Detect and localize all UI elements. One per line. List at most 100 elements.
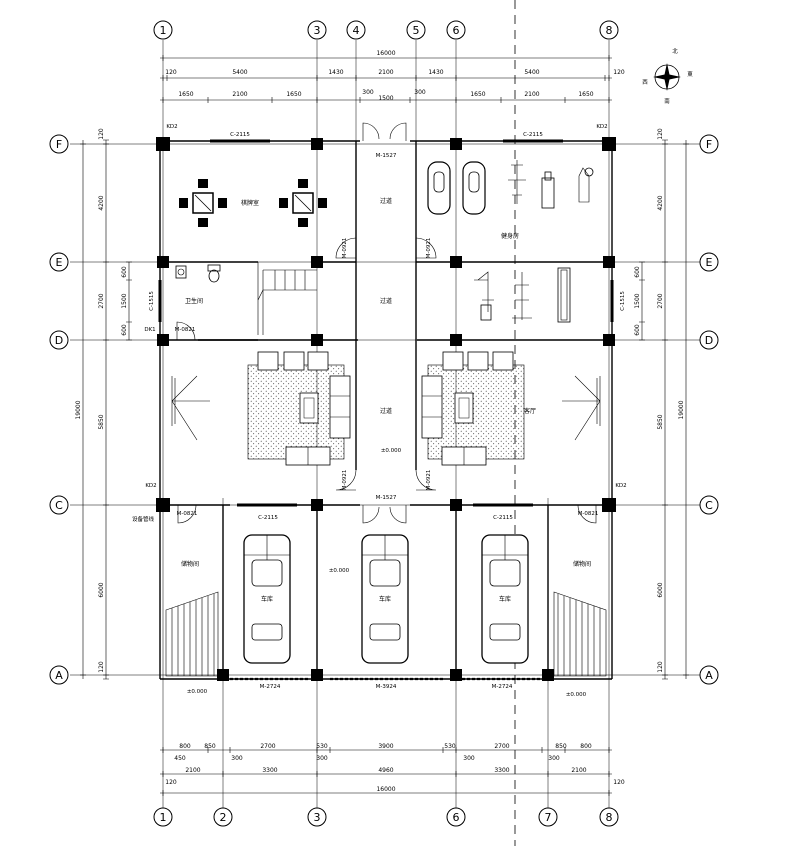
- svg-text:4200: 4200: [657, 195, 664, 210]
- svg-text:600: 600: [121, 324, 128, 336]
- stairs: [165, 262, 607, 677]
- svg-text:450: 450: [174, 755, 186, 762]
- svg-text:1500: 1500: [634, 293, 641, 308]
- svg-text:120: 120: [657, 128, 664, 140]
- svg-text:120: 120: [613, 779, 625, 786]
- svg-text:2700: 2700: [98, 293, 105, 308]
- svg-text:E: E: [56, 256, 63, 269]
- mahjong-tables: [179, 179, 327, 227]
- svg-text:120: 120: [657, 661, 664, 673]
- svg-text:5850: 5850: [98, 414, 105, 429]
- svg-text:4960: 4960: [378, 767, 393, 774]
- room-garage-3: 车库: [499, 595, 511, 603]
- svg-text:M-1527: M-1527: [376, 153, 397, 159]
- compass-north: 北: [672, 47, 678, 55]
- svg-text:±0.000: ±0.000: [187, 689, 208, 695]
- room-corridor-1: 过道: [380, 197, 392, 205]
- axis-bubble: 5: [406, 20, 426, 40]
- living-room-right: [421, 351, 601, 466]
- svg-text:1650: 1650: [178, 91, 193, 98]
- car-3: [481, 534, 529, 664]
- car-1: [243, 534, 291, 664]
- svg-text:5400: 5400: [232, 69, 247, 76]
- bottom-dimensions: 800 850 2700 530 3900 530 2700 850 800 4…: [160, 743, 625, 796]
- svg-text:19000: 19000: [678, 400, 685, 419]
- svg-text:M-0921: M-0921: [426, 238, 432, 259]
- svg-text:2700: 2700: [494, 743, 509, 750]
- svg-text:530: 530: [444, 743, 456, 750]
- axis-bubble: A: [699, 665, 719, 685]
- car-2: [361, 534, 409, 664]
- axis-bubble: 1: [153, 20, 173, 40]
- svg-text:C-1515: C-1515: [620, 291, 626, 311]
- svg-text:KD2: KD2: [596, 124, 607, 130]
- compass-east: 東: [687, 70, 693, 78]
- axis-bubble: 3: [307, 20, 327, 40]
- svg-text:1650: 1650: [470, 91, 485, 98]
- svg-text:2700: 2700: [260, 743, 275, 750]
- svg-text:A: A: [705, 669, 713, 682]
- axis-bubble: 3: [307, 807, 327, 827]
- axis-bubble: 7: [538, 807, 558, 827]
- svg-text:M-0821: M-0821: [177, 511, 198, 517]
- room-corridor-3: 过道: [380, 407, 392, 415]
- svg-text:530: 530: [316, 743, 328, 750]
- svg-text:16000: 16000: [376, 50, 395, 57]
- axis-bubble: F: [49, 134, 69, 154]
- svg-text:KD2: KD2: [615, 483, 626, 489]
- room-garage-1: 车库: [261, 595, 273, 603]
- svg-text:16000: 16000: [376, 786, 395, 793]
- top-dimensions: 16000 120 5400 1430 2100 1430 5400 120 1…: [160, 50, 625, 103]
- svg-text:850: 850: [204, 743, 216, 750]
- svg-text:120: 120: [165, 69, 177, 76]
- svg-text:F: F: [56, 138, 62, 151]
- svg-text:±0.000: ±0.000: [381, 448, 402, 454]
- svg-text:1500: 1500: [378, 95, 393, 102]
- svg-text:600: 600: [121, 266, 128, 278]
- columns: [156, 137, 616, 681]
- compass-west: 西: [642, 79, 648, 86]
- svg-text:1650: 1650: [286, 91, 301, 98]
- axis-bubble: 2: [213, 807, 233, 827]
- walls: [158, 139, 614, 681]
- svg-text:19000: 19000: [75, 400, 82, 419]
- room-storage-right: 储物间: [573, 560, 591, 568]
- svg-text:300: 300: [316, 755, 328, 762]
- svg-text:M-0921: M-0921: [342, 470, 348, 491]
- svg-text:6: 6: [453, 24, 460, 37]
- svg-text:3: 3: [314, 811, 321, 824]
- svg-text:1: 1: [160, 811, 167, 824]
- svg-text:KD2: KD2: [145, 483, 156, 489]
- axis-bubbles-bottom: 1 2 3 6 7 8: [153, 807, 619, 827]
- svg-text:设备管线: 设备管线: [132, 515, 155, 523]
- svg-text:1500: 1500: [121, 293, 128, 308]
- svg-text:D: D: [55, 334, 63, 347]
- svg-text:5400: 5400: [524, 69, 539, 76]
- doors: [176, 122, 597, 524]
- svg-text:±0.000: ±0.000: [566, 692, 587, 698]
- room-gym: 健身房: [501, 232, 519, 240]
- axis-bubbles-top: 1 3 4 5 6 8: [153, 20, 619, 40]
- compass-south: 南: [664, 97, 670, 105]
- svg-text:4200: 4200: [98, 195, 105, 210]
- axis-bubble: D: [49, 330, 69, 350]
- axis-bubble: E: [49, 252, 69, 272]
- mahjong-table: [279, 179, 327, 227]
- axis-bubble: C: [699, 495, 719, 515]
- svg-text:DK1: DK1: [144, 327, 155, 333]
- svg-text:850: 850: [555, 743, 567, 750]
- svg-text:800: 800: [179, 743, 191, 750]
- svg-text:A: A: [55, 669, 63, 682]
- svg-text:2: 2: [220, 811, 227, 824]
- svg-text:5: 5: [413, 24, 420, 37]
- left-dimensions: 19000 120 4200 2700 5850 6000 120 600 15…: [75, 128, 132, 680]
- svg-text:300: 300: [548, 755, 560, 762]
- axis-bubble: F: [699, 134, 719, 154]
- svg-text:KD2: KD2: [166, 124, 177, 130]
- axis-bubble: E: [699, 252, 719, 272]
- svg-text:2100: 2100: [232, 91, 247, 98]
- svg-text:7: 7: [545, 811, 552, 824]
- svg-text:M-2724: M-2724: [492, 684, 513, 690]
- axis-bubble: 6: [446, 807, 466, 827]
